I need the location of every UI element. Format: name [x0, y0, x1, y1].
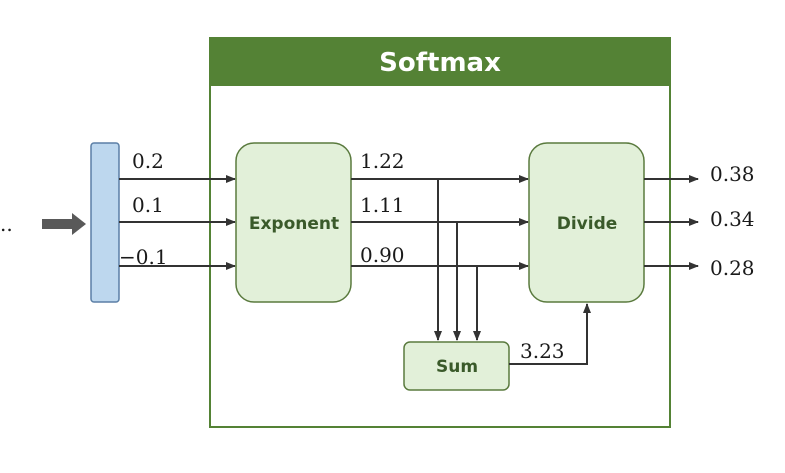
output-value-3: 0.28 — [710, 256, 755, 280]
sum-to-divide-line — [509, 303, 591, 365]
output-value-2: 0.34 — [710, 207, 755, 231]
exp-value-3: 0.90 — [360, 243, 405, 267]
softmax-header — [210, 38, 670, 86]
input-value-2: 0.1 — [132, 193, 164, 217]
sum-box — [403, 341, 510, 391]
input-vector-bar — [90, 142, 120, 303]
output-value-1: 0.38 — [710, 162, 755, 186]
input-value-1: 0.2 — [132, 149, 164, 173]
input-arrow-icon — [42, 213, 86, 235]
ellipsis: .. — [0, 212, 13, 236]
sum-value: 3.23 — [520, 339, 565, 363]
divide-label: Divide — [557, 214, 618, 234]
exponent-label: Exponent — [249, 214, 339, 234]
input-value-3: −0.1 — [119, 245, 168, 269]
softmax-title: Softmax — [379, 48, 501, 78]
sum-label: Sum — [436, 357, 478, 377]
exp-value-2: 1.11 — [360, 193, 405, 217]
exp-value-1: 1.22 — [360, 149, 405, 173]
